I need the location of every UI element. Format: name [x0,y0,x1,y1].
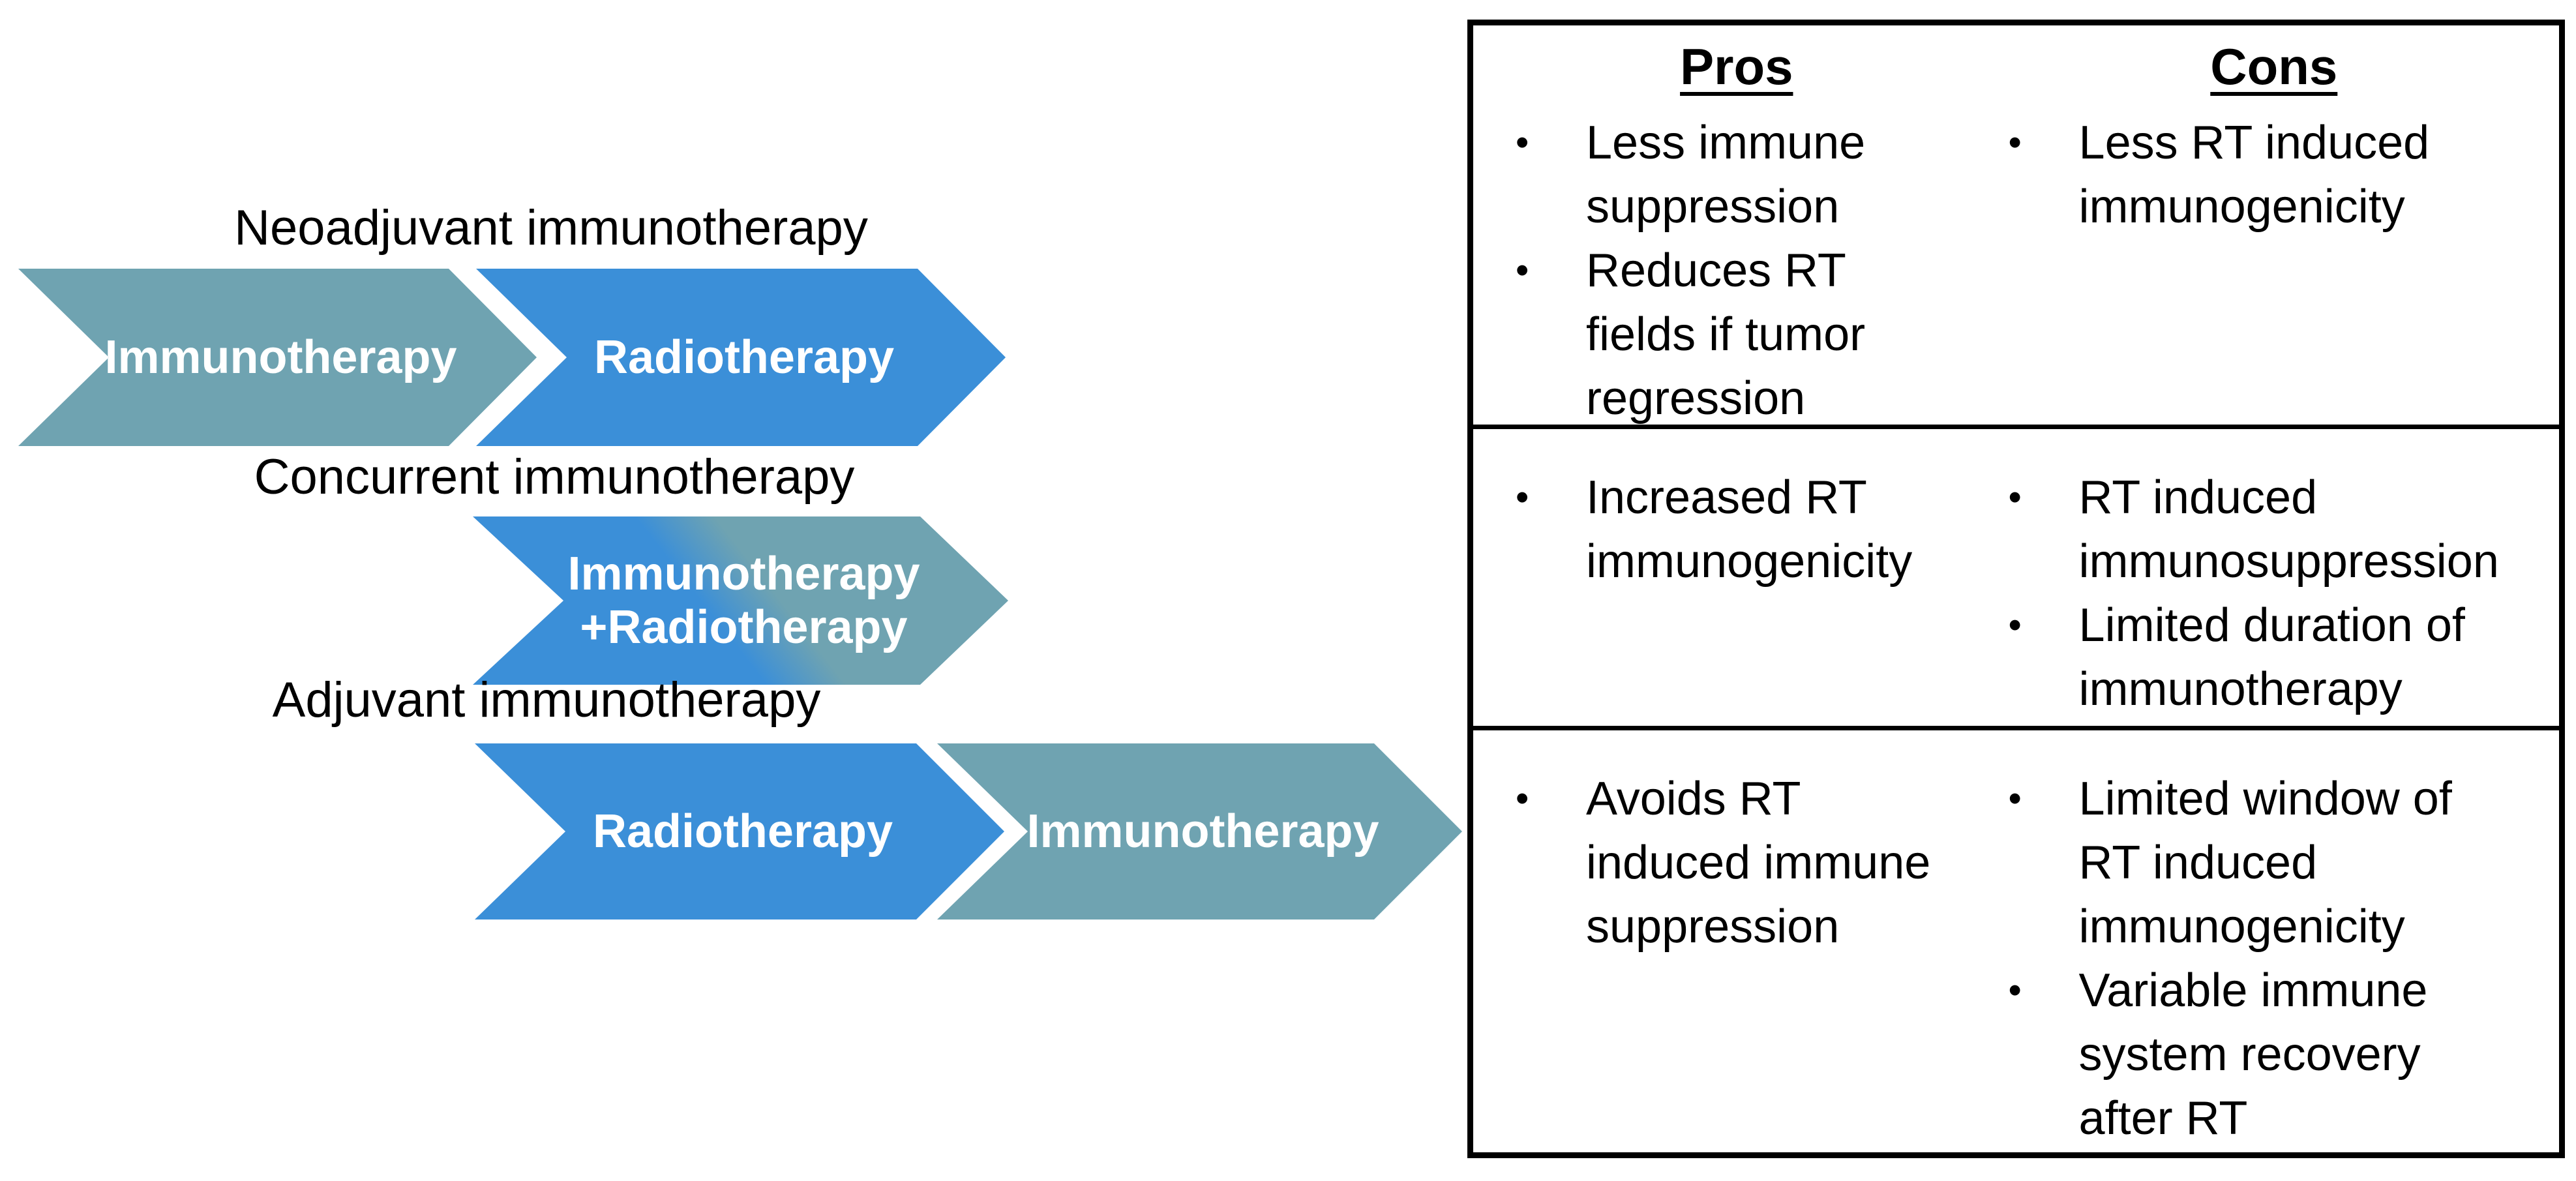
bullet-text: Limited window of RT induced immunogenic… [2078,773,2452,953]
arrow-label: Radiotherapy [593,331,895,383]
bullet-icon: • [1516,121,1529,164]
table-row-neoadjuvant: Pros • Less immune suppression • Reduces… [1473,25,2559,425]
neoadjuvant-radiotherapy-chevron-arrow: Radiotherapy [476,269,1006,446]
pros-bullet-item: • Avoids RT induced immune suppression [1509,767,1964,959]
bullet-text: RT induced immunosuppression [2078,471,2499,588]
bullet-icon: • [2008,604,2022,646]
row-label-concurrent: Concurrent immunotherapy [254,449,855,505]
bullet-text: Increased RT immunogenicity [1586,471,1913,588]
pros-bullet-item: • Reduces RT fields if tumor regression [1509,239,1964,430]
adjuvant-radiotherapy-chevron-arrow: Radiotherapy [475,743,1004,919]
cons-bullet-item: • Less RT induced immunogenicity [2002,111,2546,239]
cons-column-header: Cons [2210,38,2338,95]
bullet-icon: • [1516,476,1529,518]
bullet-icon: • [2008,777,2022,820]
pros-cell-neoadjuvant: Pros • Less immune suppression • Reduces… [1473,25,1977,430]
concurrent-combined-chevron-arrow: Immunotherapy +Radiotherapy [473,516,1008,685]
cons-cell-concurrent: • RT induced immunosuppression • Limited… [1977,429,2559,726]
neoadjuvant-immunotherapy-chevron-arrow: Immunotherapy [18,269,537,446]
cons-bullet-item: • Limited duration of immunotherapy [2002,593,2546,721]
row-label-adjuvant: Adjuvant immunotherapy [272,672,821,728]
cons-bullet-item: • Limited window of RT induced immunogen… [2002,767,2546,959]
cons-bullet-item: • RT induced immunosuppression [2002,466,2546,593]
pros-bullet-item: • Increased RT immunogenicity [1509,466,1964,593]
table-row-concurrent: • Increased RT immunogenicity • RT induc… [1473,425,2559,726]
bullet-text: Avoids RT induced immune suppression [1586,773,1931,953]
bullet-icon: • [1516,777,1529,820]
bullet-icon: • [1516,249,1529,292]
bullet-icon: • [2008,969,2022,1011]
cons-bullet-item: • Variable immune system recovery after … [2002,959,2546,1150]
pros-column-header: Pros [1680,38,1793,95]
arrow-label: Immunotherapy +Radiotherapy [567,547,920,653]
pros-cell-adjuvant: • Avoids RT induced immune suppression [1473,730,1977,1152]
bullet-text: Less immune suppression [1586,117,1866,233]
bullet-icon: • [2008,476,2022,518]
table-row-adjuvant: • Avoids RT induced immune suppression •… [1473,726,2559,1152]
cons-cell-adjuvant: • Limited window of RT induced immunogen… [1977,730,2559,1152]
pros-cons-table: Pros • Less immune suppression • Reduces… [1467,20,2565,1158]
arrow-label: Immunotherapy [104,331,457,383]
arrow-label: Radiotherapy [592,805,893,858]
cons-cell-neoadjuvant: Cons • Less RT induced immunogenicity [1977,25,2559,430]
bullet-text: Variable immune system recovery after RT [2078,964,2428,1144]
adjuvant-immunotherapy-chevron-arrow: Immunotherapy [937,743,1462,919]
pros-cell-concurrent: • Increased RT immunogenicity [1473,429,1977,726]
bullet-text: Reduces RT fields if tumor regression [1586,245,1866,425]
bullet-text: Less RT induced immunogenicity [2078,117,2430,233]
bullet-text: Limited duration of immunotherapy [2078,599,2465,715]
arrow-label: Immunotherapy [1026,805,1379,858]
bullet-icon: • [2008,121,2022,164]
row-label-neoadjuvant: Neoadjuvant immunotherapy [234,200,868,256]
pros-bullet-item: • Less immune suppression [1509,111,1964,239]
